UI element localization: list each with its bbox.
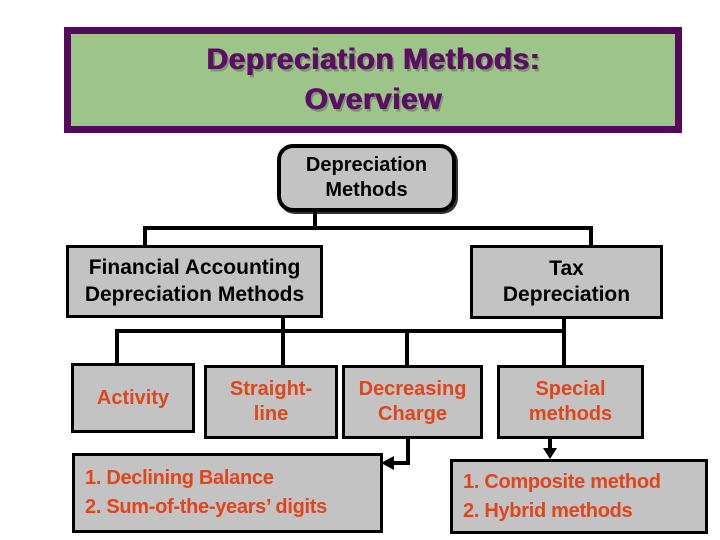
node-activity: Activity [71, 363, 195, 433]
slide-title-line2: Overview [304, 83, 442, 116]
connector-drop-decreasing [405, 329, 409, 367]
node-depreciation-methods-label: Depreciation Methods [305, 154, 428, 201]
down-arrowhead-icon [543, 448, 557, 459]
node-decreasing-charge: Decreasing Charge [342, 365, 483, 439]
connector-level3-rail [115, 329, 566, 333]
connector-decreasing-detail-v [406, 437, 410, 465]
left-arrowhead-icon [381, 456, 394, 470]
connector-drop-tax [589, 226, 593, 247]
node-decreasing-charge-label: Decreasing Charge [358, 378, 467, 425]
list-composite-hybrid: 1. Composite method 2. Hybrid methods [450, 459, 708, 534]
node-straight-line: Straight- line [204, 365, 338, 439]
node-activity-label: Activity [96, 386, 170, 409]
node-tax-depreciation-label: Tax Depreciation [502, 256, 631, 306]
list-declining-item-1: 1. Declining Balance [85, 467, 274, 489]
connector-drop-financial [143, 226, 147, 247]
list-declining-balance: 1. Declining Balance 2. Sum-of-the-years… [72, 453, 383, 533]
node-special-methods: Special methods [497, 365, 644, 439]
connector-level2-rail [143, 226, 593, 230]
title-box: Depreciation Methods: Overview [64, 27, 682, 133]
connector-financial-straight [281, 316, 285, 367]
connector-special-detail-v [548, 436, 552, 451]
node-depreciation-methods: Depreciation Methods [277, 144, 456, 212]
slide-title-line1: Depreciation Methods: [206, 43, 540, 76]
node-tax-depreciation: Tax Depreciation [470, 245, 663, 319]
node-financial-accounting-label: Financial Accounting Depreciation Method… [84, 256, 305, 306]
list-composite-item-1: 1. Composite method [463, 470, 661, 493]
connector-drop-activity [115, 329, 119, 366]
list-composite-item-2: 2. Hybrid methods [463, 499, 633, 522]
connector-tax-special [562, 317, 566, 367]
connector-root-feed [313, 211, 317, 229]
node-special-methods-label: Special methods [528, 378, 613, 425]
connector-decreasing-detail-h [393, 461, 410, 465]
list-declining-item-2: 2. Sum-of-the-years’ digits [85, 496, 327, 518]
node-financial-accounting: Financial Accounting Depreciation Method… [66, 245, 323, 318]
node-straight-line-label: Straight- line [229, 378, 313, 425]
